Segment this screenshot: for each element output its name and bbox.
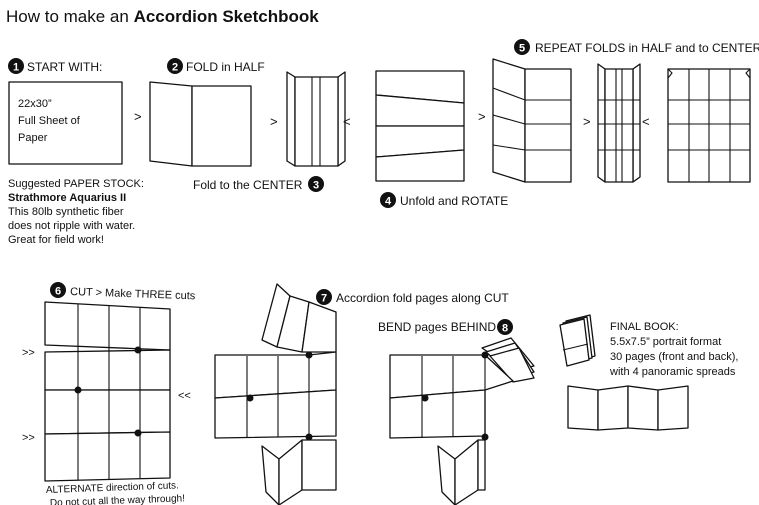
step-8-bend-behind: BEND pages BEHIND 8 bbox=[378, 319, 535, 505]
svg-text:7: 7 bbox=[321, 293, 327, 305]
page-title: How to make an Accordion Sketchbook bbox=[6, 7, 319, 26]
creased-sheet-grid bbox=[667, 68, 751, 183]
paper-size-text: 22x30” bbox=[18, 98, 52, 110]
step-4-badge: 4 bbox=[380, 192, 396, 208]
step-6-badge: 6 bbox=[50, 282, 66, 298]
final-book-section: FINAL BOOK: 5.5x7.5” portrait format 30 … bbox=[559, 314, 738, 431]
step-1-label: START WITH: bbox=[27, 60, 102, 74]
step-7-main-sheet bbox=[214, 351, 337, 441]
full-sheet-paper bbox=[8, 81, 123, 165]
step-5-label: REPEAT FOLDS in HALF and to CENTER bbox=[535, 41, 759, 55]
paper-stock-note: Suggested PAPER STOCK: Strathmore Aquari… bbox=[8, 178, 144, 246]
arrow-right-4: > bbox=[583, 114, 591, 129]
step-3-badge: 3 bbox=[308, 176, 324, 192]
step-4-unfold-rotate: 4 Unfold and ROTATE bbox=[375, 70, 508, 208]
step-8-main-sheet bbox=[389, 351, 514, 441]
step-7-badge: 7 bbox=[316, 289, 332, 305]
step-4-label: Unfold and ROTATE bbox=[400, 194, 508, 208]
step-7-accordion-fold: 7 Accordion fold pages along CUT bbox=[214, 283, 509, 505]
cut-sheet bbox=[44, 301, 171, 482]
svg-text:3: 3 bbox=[313, 180, 319, 192]
repeat-center-fold bbox=[597, 63, 641, 183]
step-2-fold-half: 2 FOLD in HALF bbox=[149, 58, 265, 167]
svg-text:4: 4 bbox=[385, 196, 392, 208]
step-7-label: Accordion fold pages along CUT bbox=[336, 291, 509, 305]
arrow-left-2: < bbox=[642, 114, 650, 129]
arrow-right-3: > bbox=[478, 109, 486, 124]
final-book-pages: 30 pages (front and back), bbox=[610, 351, 738, 363]
step-7-top-folded-pages bbox=[261, 283, 337, 353]
arrow-right-1: > bbox=[134, 109, 142, 124]
svg-text:2: 2 bbox=[172, 62, 178, 74]
cut-end-dot-2 bbox=[74, 386, 82, 394]
svg-text:Great for field work!: Great for field work! bbox=[8, 234, 104, 246]
step-8-badge: 8 bbox=[497, 319, 513, 335]
step-1-badge: 1 bbox=[8, 58, 24, 74]
step-8-bottom-folded-pages bbox=[437, 439, 486, 505]
step-2-label: FOLD in HALF bbox=[186, 60, 265, 74]
svg-text:6: 6 bbox=[55, 286, 61, 298]
cut-direction-arrow-2: >> bbox=[22, 432, 35, 444]
rotated-sheet-row-4 bbox=[375, 149, 465, 182]
step-8-label: BEND pages BEHIND bbox=[378, 320, 496, 334]
final-book-format: 5.5x7.5” portrait format bbox=[610, 336, 721, 348]
step-6-cut: 6 CUT > Make THREE cuts >> >> << ALTERNA… bbox=[22, 282, 196, 505]
svg-text:does not ripple with water.: does not ripple with water. bbox=[8, 220, 135, 232]
final-book-heading: FINAL BOOK: bbox=[610, 321, 679, 333]
arrow-right-2: > bbox=[270, 114, 278, 129]
center-fold-body bbox=[294, 76, 339, 167]
cut-note-line-2: Do not cut all the way through! bbox=[50, 493, 185, 505]
step-7-bottom-folded-pages bbox=[261, 439, 337, 505]
step-1-start: 1 START WITH: 22x30” Full Sheet of Paper… bbox=[8, 58, 144, 246]
svg-text:Strathmore Aquarius II: Strathmore Aquarius II bbox=[8, 192, 126, 204]
step-5-repeat-folds: 5 REPEAT FOLDS in HALF and to CENTER > < bbox=[492, 39, 759, 183]
open-accordion-book bbox=[567, 385, 689, 431]
cut-end-dot-1 bbox=[134, 346, 142, 354]
half-fold-left-panel bbox=[149, 81, 193, 167]
repeat-half-fold bbox=[492, 58, 572, 183]
cut-direction-arrow-1: >> bbox=[22, 347, 35, 359]
svg-text:This 80lb synthetic fiber: This 80lb synthetic fiber bbox=[8, 206, 124, 218]
step-6-label: CUT > Make THREE cuts bbox=[70, 286, 196, 302]
step-5-badge: 5 bbox=[514, 39, 530, 55]
svg-text:1: 1 bbox=[13, 62, 19, 74]
step-3-fold-center: Fold to the CENTER 3 bbox=[193, 71, 346, 192]
step-3-label: Fold to the CENTER bbox=[193, 178, 303, 192]
paper-desc-line-2: Paper bbox=[18, 132, 48, 144]
final-book-spreads: with 4 panoramic spreads bbox=[609, 366, 736, 378]
cut-direction-arrow-3: << bbox=[178, 390, 191, 402]
arrow-left-1: < bbox=[343, 114, 351, 129]
svg-text:8: 8 bbox=[502, 323, 508, 335]
paper-desc-line-1: Full Sheet of bbox=[18, 115, 81, 127]
svg-text:Suggested PAPER STOCK:: Suggested PAPER STOCK: bbox=[8, 178, 144, 190]
step-8-bent-pages bbox=[481, 337, 535, 383]
closed-book-icon bbox=[559, 314, 596, 367]
svg-text:5: 5 bbox=[519, 43, 525, 55]
half-fold-right-panel bbox=[191, 85, 252, 167]
center-fold-left-flap bbox=[286, 71, 296, 167]
cut-note-line-1: ALTERNATE direction of cuts. bbox=[46, 480, 179, 496]
step-2-badge: 2 bbox=[167, 58, 183, 74]
cut-end-dot-3 bbox=[134, 429, 142, 437]
